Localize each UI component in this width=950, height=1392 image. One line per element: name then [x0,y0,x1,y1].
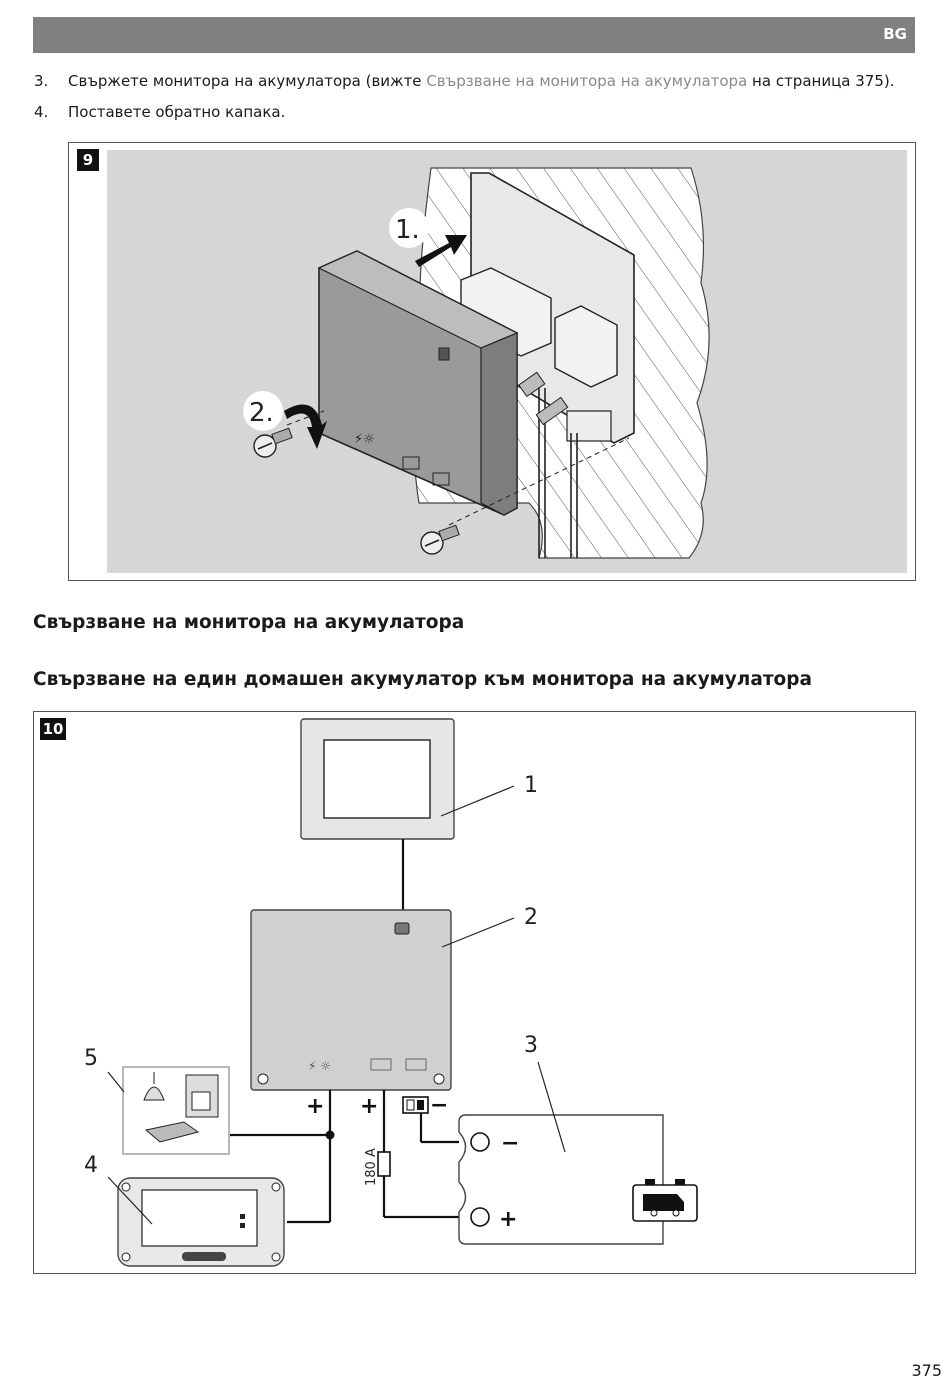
connector-block [566,410,612,442]
minus-sign: − [501,1131,519,1156]
terminal-symbols: ⚡ ☼ [308,1059,331,1073]
relay-block [554,305,618,388]
push-arrow-icon [415,235,467,267]
battery-monitor-display [300,718,455,840]
section-title: Свързване на един домашен акумулатор към… [33,669,812,690]
rotate-arrow-icon [284,404,327,449]
junction-dot [325,1130,335,1140]
figure-number-badge: 9 [77,149,99,171]
minus-sign: − [430,1093,448,1118]
cross-reference-link[interactable]: Свързване на монитора на акумулатора [426,72,748,90]
step-4: 4. Поставете обратно капака. [34,103,285,121]
step2-label: 2. [249,398,274,428]
battery-positive-terminal [470,1207,490,1227]
plus-sign: + [360,1094,378,1119]
unit-led [394,922,410,935]
step-text-end: на страница 375). [747,72,895,90]
screw [253,427,293,458]
leisure-battery [458,1114,698,1245]
solar-charge-controller [117,1177,285,1267]
page-number: 375 [911,1361,942,1380]
consumers [122,1066,230,1155]
header-bar: BG [33,17,915,53]
cover-led [438,347,450,361]
step-3: 3. Свържете монитора на акумулатора (вижт… [34,72,895,90]
step1-bubble [389,208,429,248]
lamp-icon [143,1086,165,1101]
figure-9-illustration: ⚡☼ 1. 2. [107,150,907,573]
plus-sign: + [499,1207,517,1232]
screw [420,524,460,555]
cable-gland [535,396,569,426]
step-text: Поставете обратно капака. [68,103,286,121]
section-title: Свързване на монитора на акумулатора [33,612,465,633]
callout-1: 1 [524,773,538,798]
callout-2: 2 [524,905,538,930]
step-text: Свържете монитора на акумулатора (вижте [68,72,427,90]
power-strip-icon [144,1121,200,1143]
battery-negative-terminal [470,1132,490,1152]
language-code: BG [883,25,907,43]
step1-label: 1. [395,215,420,245]
fuse-label: 180 A [364,1148,379,1186]
figure-number-badge: 10 [40,718,66,740]
callout-5: 5 [84,1046,98,1071]
fuse [377,1151,391,1177]
step2-bubble [243,391,283,431]
cable-gland [518,371,546,398]
plus-sign: + [306,1094,324,1119]
callout-4: 4 [84,1153,98,1178]
battery-monitor-unit: ⚡ ☼ [250,909,452,1091]
figure-10: 10 ⚡ ☼ 1 2 + 180 A [33,711,916,1274]
step-number: 4. [34,103,49,121]
figure-9: 9 ⚡☼ [68,142,916,581]
step-number: 3. [34,72,49,90]
callout-3: 3 [524,1033,538,1058]
figure-10-wiring-diagram: ⚡ ☼ 1 2 + 180 A + − [84,718,698,1267]
terminal-symbols: ⚡☼ [354,432,375,447]
